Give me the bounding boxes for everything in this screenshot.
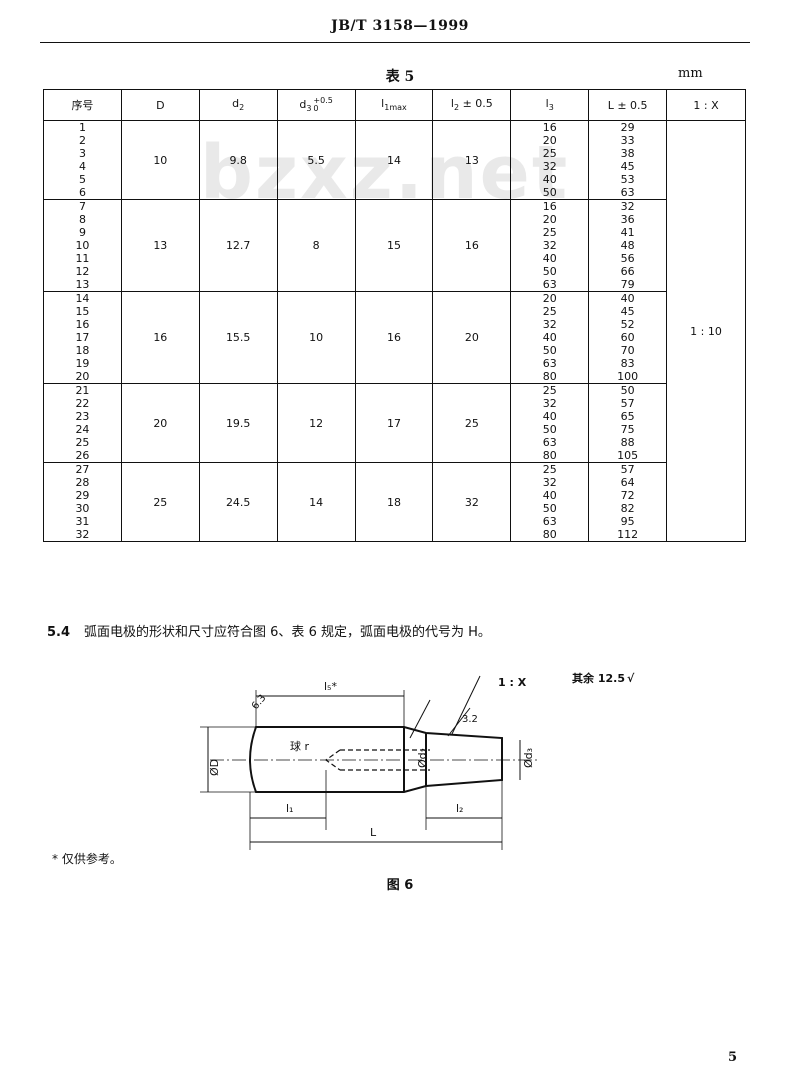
col-header-d2: d2: [198, 89, 278, 121]
col-header-seq: 序号: [43, 89, 122, 121]
cell-d2: 9.8: [198, 120, 278, 200]
cell-l1: 18: [354, 462, 434, 542]
leader-32: [447, 707, 471, 737]
label-l5: l₅*: [324, 680, 337, 693]
cell-l1: 14: [354, 120, 434, 200]
cell-d3: 8: [276, 199, 356, 292]
cell-l1: 15: [354, 199, 434, 292]
cell-d3: 14: [276, 462, 356, 542]
cell-D: 10: [120, 120, 200, 200]
cell-D: 16: [120, 291, 200, 384]
cell-d3: 12: [276, 383, 356, 463]
figure-6-drawing: l₅* 1 : X ØD Ød₂ Ød₃ l₁ l₂ L 球 r 6.3 3.2: [200, 675, 540, 850]
page-number: 5: [728, 1050, 738, 1065]
section-text: 弧面电极的形状和尺寸应符合图 6、表 6 规定，弧面电极的代号为 H。: [84, 625, 491, 640]
label-phid2: Ød₂: [416, 748, 429, 768]
label-l1: l₁: [286, 802, 293, 815]
figure-caption: 图 6: [386, 878, 414, 893]
roughness-note: 其余 12.5√: [572, 672, 635, 685]
bore-tip: [324, 749, 341, 771]
cell-d3: 10: [276, 291, 356, 384]
label-phid3: Ød₃: [522, 748, 535, 768]
leader-taper: [451, 675, 481, 735]
cell-l1: 16: [354, 291, 434, 384]
cell-D: 13: [120, 199, 200, 292]
cell-d2: 19.5: [198, 383, 278, 463]
footnote: * 仅供参考。: [52, 852, 122, 866]
cell-l2: 13: [432, 120, 512, 200]
col-header-l1: l1max: [354, 89, 434, 121]
cell-D: 20: [120, 383, 200, 463]
electrode-outline: [249, 726, 503, 793]
col-header-D: D: [120, 89, 200, 121]
cell-l2: 32: [432, 462, 512, 542]
table-title: 表 5: [385, 69, 415, 85]
leader-d2: [409, 699, 431, 739]
cell-d3: 5.5: [276, 120, 356, 200]
col-header-ratio: 1 : X: [666, 89, 746, 121]
label-taper: 1 : X: [498, 676, 527, 689]
col-header-l3: l3: [510, 89, 590, 121]
label-phiD: ØD: [208, 759, 221, 776]
label-ball: 球 r: [290, 739, 309, 753]
col-header-L: L ± 0.5: [588, 89, 668, 121]
section-5-4: 5.4 弧面电极的形状和尺寸应符合图 6、表 6 规定，弧面电极的代号为 H。: [47, 621, 491, 640]
roughness-check-icon: √: [626, 672, 635, 685]
cell-d2: 24.5: [198, 462, 278, 542]
cell-l1: 17: [354, 383, 434, 463]
document-code: JB/T 3158—1999: [331, 18, 469, 34]
cell-l2: 16: [432, 199, 512, 292]
label-L: L: [370, 826, 377, 839]
cell-D: 25: [120, 462, 200, 542]
table-unit: mm: [678, 66, 703, 81]
cell-ratio: 1 : 10: [666, 120, 746, 542]
cell-d2: 12.7: [198, 199, 278, 292]
cell-l2: 20: [432, 291, 512, 384]
cell-d2: 15.5: [198, 291, 278, 384]
header-divider: [40, 42, 750, 43]
cell-l2: 25: [432, 383, 512, 463]
section-number: 5.4: [47, 625, 71, 640]
label-l2: l₂: [456, 802, 463, 815]
label-roughness-32: 3.2: [462, 714, 478, 725]
col-header-l2: l2 ± 0.5: [432, 89, 512, 121]
